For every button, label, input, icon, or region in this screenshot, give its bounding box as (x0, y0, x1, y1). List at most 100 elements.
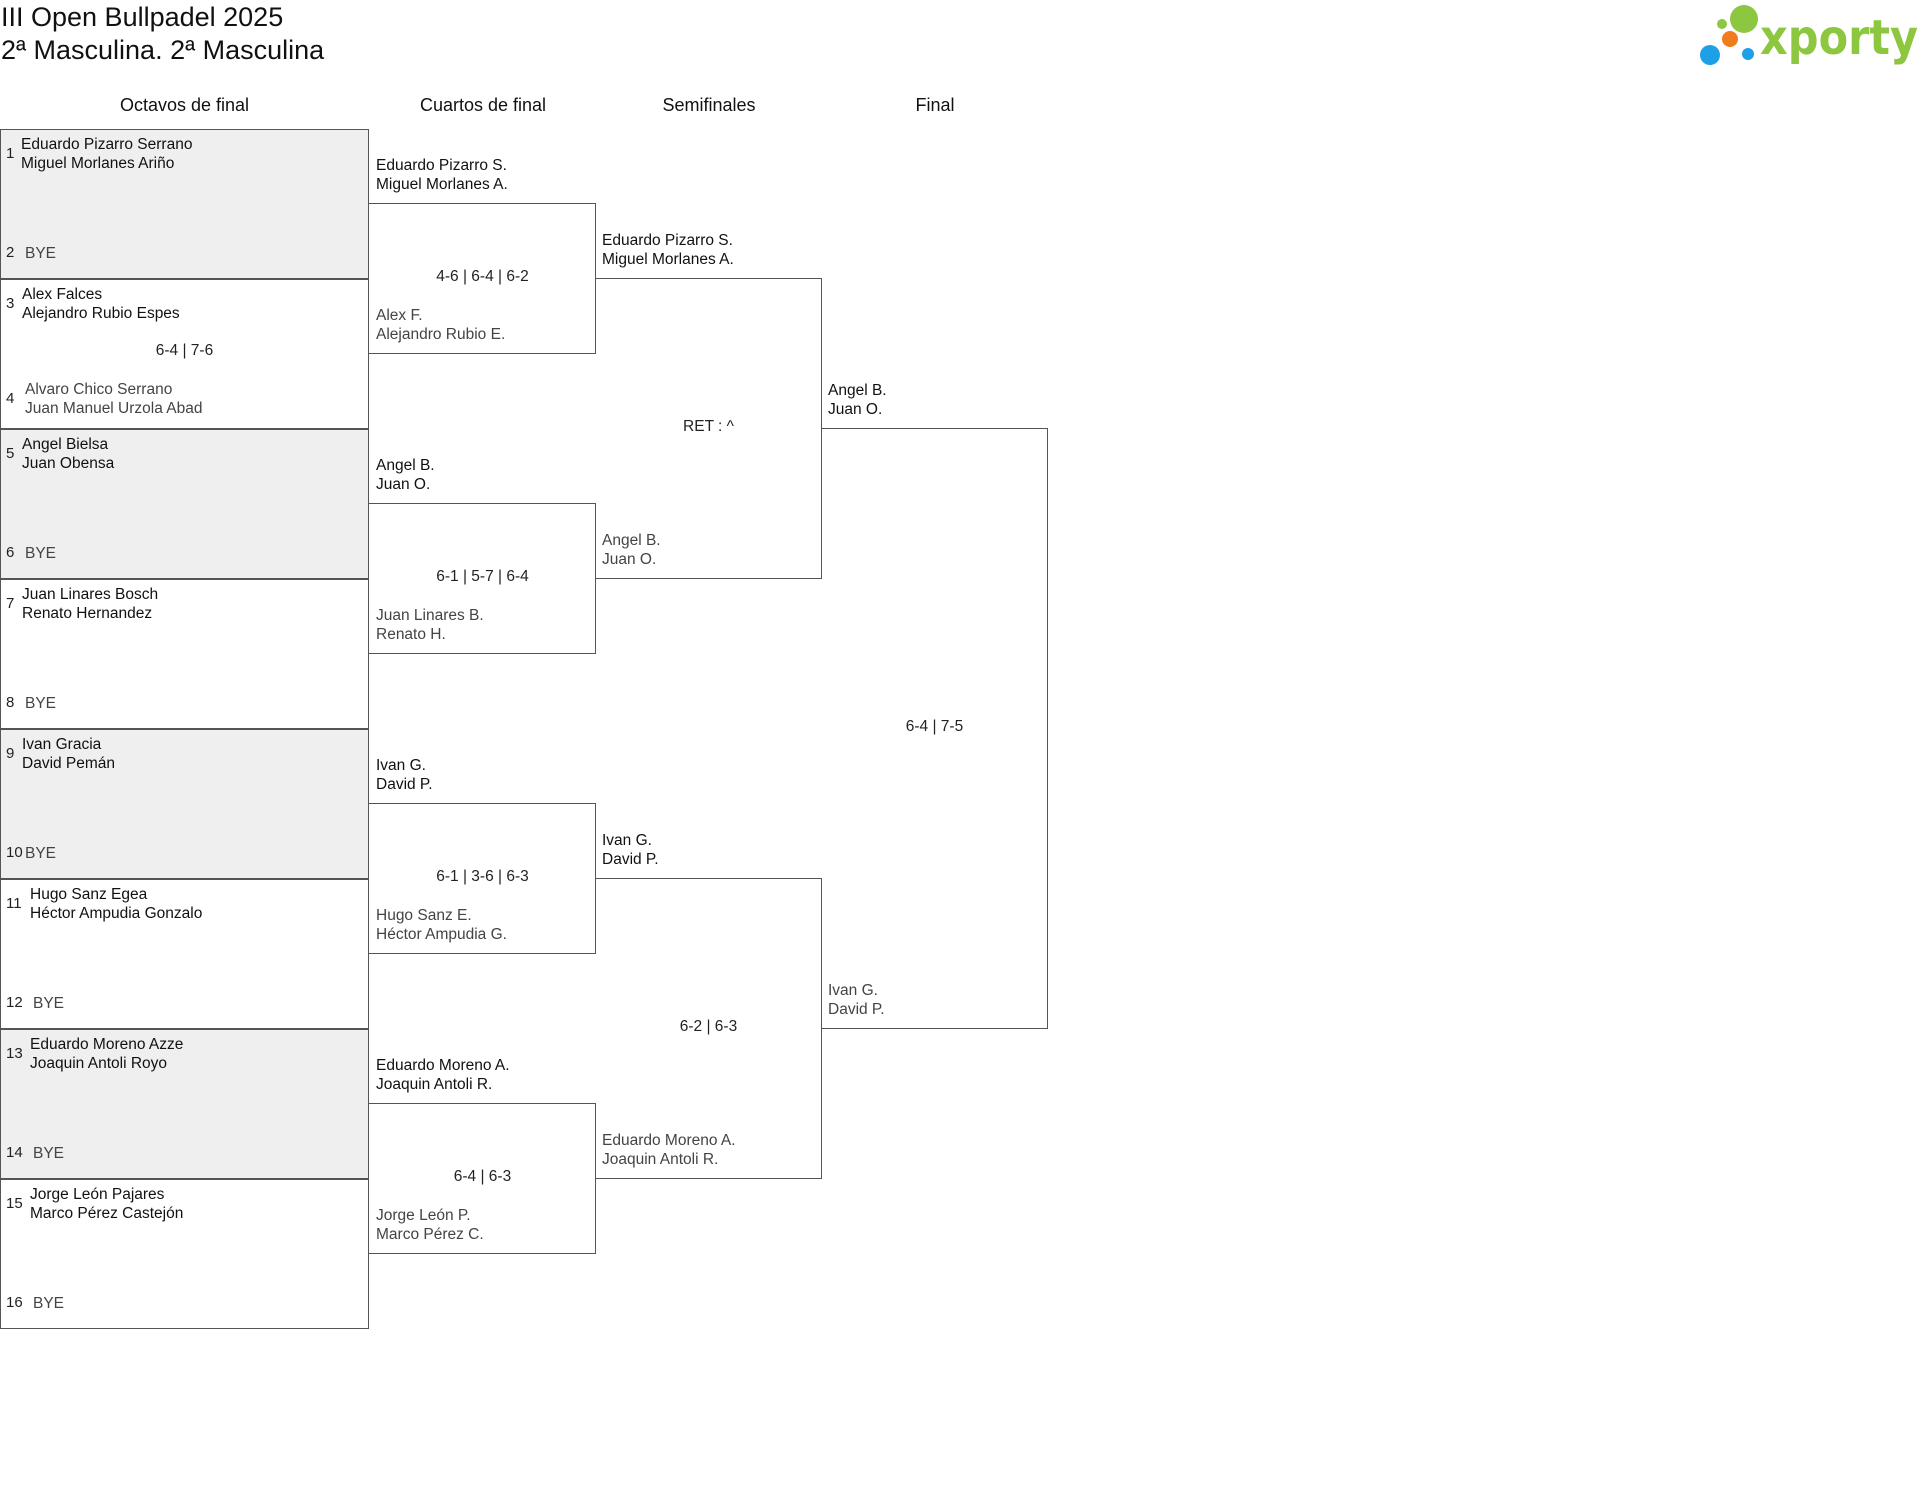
bye-label: BYE (25, 245, 57, 262)
pair-name[interactable]: Héctor Ampudia G. (376, 926, 507, 943)
octavos-match-3[interactable] (0, 429, 369, 579)
pair-name[interactable]: David P. (602, 851, 659, 868)
pair-name[interactable]: Juan O. (376, 476, 431, 493)
match-score: RET : ^ (683, 418, 734, 435)
octavos-match-7[interactable] (0, 1029, 369, 1179)
seed-number: 3 (6, 295, 15, 312)
pair-name[interactable]: Marco Pérez C. (376, 1226, 484, 1243)
round-header-semifinales: Semifinales (662, 95, 756, 115)
pair-name[interactable]: Alejandro Rubio E. (376, 326, 506, 343)
pair-name[interactable]: Juan Linares B. (376, 607, 484, 624)
player-name[interactable]: Juan Manuel Urzola Abad (25, 400, 203, 417)
pair-name[interactable]: Angel B. (376, 457, 435, 474)
player-name[interactable]: Miguel Morlanes Ariño (21, 155, 175, 172)
seed-number: 14 (6, 1144, 23, 1161)
match-score: 6-2 | 6-3 (679, 1018, 738, 1035)
round-header-cuartos: Cuartos de final (419, 95, 547, 115)
player-name[interactable]: Eduardo Pizarro Serrano (21, 136, 193, 153)
match-score: 6-4 | 6-3 (453, 1168, 512, 1185)
match-score: 4-6 | 6-4 | 6-2 (436, 268, 529, 285)
pair-name[interactable]: Ivan G. (376, 757, 426, 774)
bye-label: BYE (25, 695, 57, 712)
seed-number: 8 (6, 694, 15, 711)
pair-name[interactable]: David P. (376, 776, 433, 793)
seed-number: 10 (6, 844, 23, 861)
pair-name[interactable]: Angel B. (602, 532, 661, 549)
pair-name[interactable]: Jorge León P. (376, 1207, 471, 1224)
seed-number: 12 (6, 994, 23, 1011)
player-name[interactable]: Juan Obensa (22, 455, 115, 472)
pair-name[interactable]: Joaquin Antoli R. (602, 1151, 719, 1168)
pair-name[interactable]: Ivan G. (602, 832, 652, 849)
player-name[interactable]: Renato Hernandez (22, 605, 153, 622)
pair-name[interactable]: Eduardo Moreno A. (602, 1132, 736, 1149)
seed-number: 4 (6, 390, 15, 407)
seed-number: 16 (6, 1294, 23, 1311)
pair-name[interactable]: Eduardo Pizarro S. (376, 157, 507, 174)
match-score: 6-1 | 5-7 | 6-4 (436, 568, 529, 585)
player-name[interactable]: Héctor Ampudia Gonzalo (30, 905, 203, 922)
bye-label: BYE (33, 1295, 65, 1312)
final-match[interactable] (821, 428, 1048, 1029)
pair-name[interactable]: Renato H. (376, 626, 446, 643)
seed-number: 7 (6, 595, 15, 612)
xporty-logo[interactable]: xporty (1692, 2, 1920, 68)
logo-dot-small-blue (1742, 48, 1754, 60)
round-header-final: Final (915, 95, 955, 115)
pair-name[interactable]: Hugo Sanz E. (376, 907, 472, 924)
octavos-match-8[interactable] (0, 1179, 369, 1329)
logo-wordmark: xporty (1760, 10, 1918, 66)
octavos-match-5[interactable] (0, 729, 369, 879)
pair-name[interactable]: Eduardo Pizarro S. (602, 232, 733, 249)
category-subtitle: 2ª Masculina. 2ª Masculina (1, 35, 325, 65)
bye-label: BYE (25, 845, 57, 862)
logo-dot-orange (1722, 31, 1738, 47)
seed-number: 13 (6, 1045, 23, 1062)
pair-name[interactable]: Juan O. (602, 551, 657, 568)
pair-name[interactable]: Juan O. (828, 401, 883, 418)
octavos-match-6[interactable] (0, 879, 369, 1029)
player-name[interactable]: Marco Pérez Castejón (30, 1205, 184, 1222)
seed-number: 11 (6, 895, 22, 912)
seed-number: 15 (6, 1195, 23, 1212)
player-name[interactable]: David Pemán (22, 755, 116, 772)
logo-dot-small-green (1717, 19, 1727, 29)
player-name[interactable]: Hugo Sanz Egea (30, 886, 148, 903)
player-name[interactable]: Jorge León Pajares (30, 1186, 165, 1203)
pair-name[interactable]: Angel B. (828, 382, 887, 399)
match-score: 6-1 | 3-6 | 6-3 (436, 868, 529, 885)
bye-label: BYE (33, 1145, 65, 1162)
pair-name[interactable]: Alex F. (376, 307, 423, 324)
tournament-title: III Open Bullpadel 2025 (1, 2, 284, 32)
bye-label: BYE (25, 545, 57, 562)
match-score: 6-4 | 7-5 (905, 718, 964, 735)
octavos-match-1[interactable] (0, 129, 369, 279)
player-name[interactable]: Alejandro Rubio Espes (22, 305, 180, 322)
pair-name[interactable]: Miguel Morlanes A. (602, 251, 734, 268)
player-name[interactable]: Eduardo Moreno Azze (30, 1036, 184, 1053)
player-name[interactable]: Alex Falces (22, 286, 103, 303)
seed-number: 2 (6, 244, 15, 261)
pair-name[interactable]: Ivan G. (828, 982, 878, 999)
seed-number: 6 (6, 544, 15, 561)
player-name[interactable]: Joaquin Antoli Royo (30, 1055, 168, 1072)
octavos-match-2[interactable] (0, 279, 369, 429)
logo-dot-blue (1700, 45, 1720, 65)
player-name[interactable]: Ivan Gracia (22, 736, 102, 753)
match-score: 6-4 | 7-6 (155, 342, 214, 359)
bye-label: BYE (33, 995, 65, 1012)
seed-number: 5 (6, 445, 15, 462)
pair-name[interactable]: Eduardo Moreno A. (376, 1057, 510, 1074)
pair-name[interactable]: David P. (828, 1001, 885, 1018)
player-name[interactable]: Angel Bielsa (22, 436, 109, 453)
octavos-match-4[interactable] (0, 579, 369, 729)
logo-dot-large-green (1730, 5, 1758, 33)
seed-number: 1 (6, 145, 15, 162)
pair-name[interactable]: Joaquin Antoli R. (376, 1076, 493, 1093)
pair-name[interactable]: Miguel Morlanes A. (376, 176, 508, 193)
player-name[interactable]: Alvaro Chico Serrano (25, 381, 173, 398)
player-name[interactable]: Juan Linares Bosch (22, 586, 159, 603)
seed-number: 9 (6, 745, 15, 762)
round-header-octavos: Octavos de final (119, 95, 250, 115)
